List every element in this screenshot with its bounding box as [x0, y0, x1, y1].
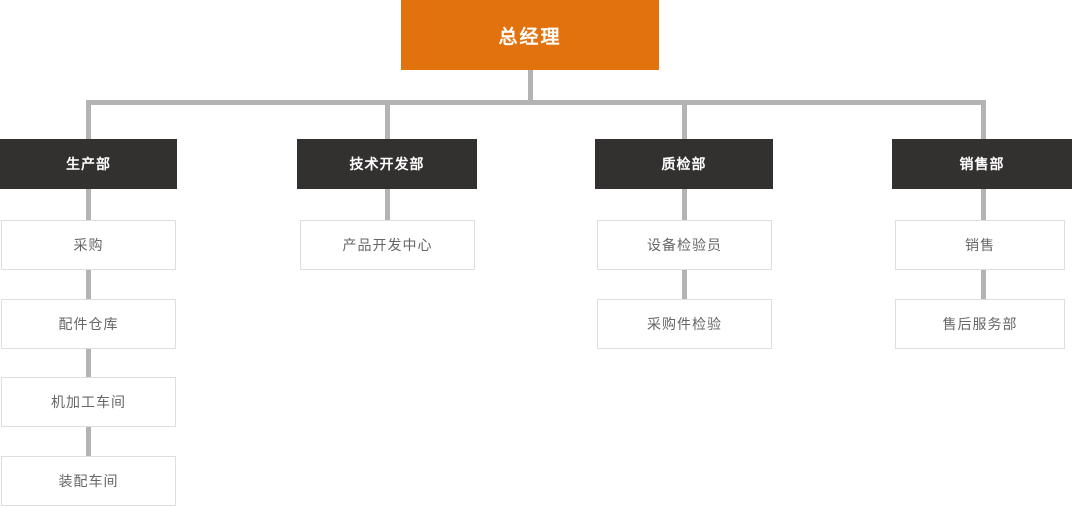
connector-quality-to-equipment-inspector	[682, 189, 687, 220]
org-node-dept-tech-development: 技术开发部	[297, 139, 477, 189]
connector-techdev-to-product-dev-center	[385, 189, 390, 220]
connector-horizontal-rail	[86, 100, 986, 105]
connector-warehouse-to-machining	[86, 349, 91, 377]
org-node-assembly-workshop: 装配车间	[1, 456, 176, 506]
org-node-dept-sales: 销售部	[892, 139, 1072, 189]
connector-drop-quality-inspection	[682, 104, 687, 139]
org-node-parts-warehouse: 配件仓库	[1, 299, 176, 349]
connector-sales-dept-to-sales	[981, 189, 986, 220]
org-node-dept-production: 生产部	[0, 139, 177, 189]
org-node-product-dev-center: 产品开发中心	[300, 220, 475, 270]
connector-drop-tech-development	[385, 104, 390, 139]
org-node-sales: 销售	[895, 220, 1065, 270]
org-node-after-sales-service: 售后服务部	[895, 299, 1065, 349]
org-node-purchased-parts-inspection: 采购件检验	[597, 299, 772, 349]
connector-equipment-to-purchased-parts	[682, 270, 687, 299]
connector-production-to-purchasing	[86, 189, 91, 220]
connector-sales-to-after-sales	[981, 270, 986, 299]
org-node-purchasing: 采购	[1, 220, 176, 270]
org-node-dept-quality-inspection: 质检部	[595, 139, 773, 189]
connector-root-drop	[528, 70, 533, 104]
org-node-machining-workshop: 机加工车间	[1, 377, 176, 427]
connector-purchasing-to-parts-warehouse	[86, 270, 91, 299]
org-node-general-manager: 总经理	[401, 0, 659, 70]
org-node-equipment-inspector: 设备检验员	[597, 220, 772, 270]
connector-drop-sales	[981, 104, 986, 139]
connector-drop-production	[86, 104, 91, 139]
connector-machining-to-assembly	[86, 427, 91, 456]
